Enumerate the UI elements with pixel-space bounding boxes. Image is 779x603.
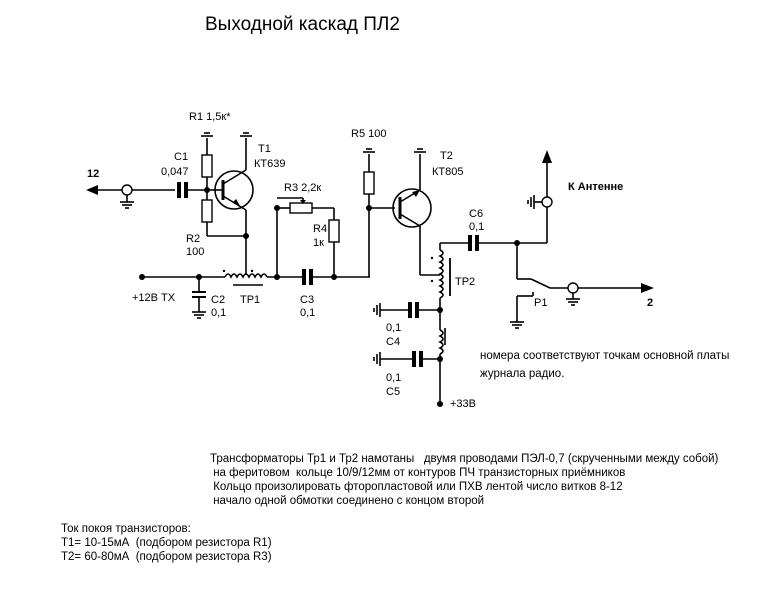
relay-p1 <box>510 243 642 329</box>
supply-12v-line <box>139 274 225 280</box>
output-terminal-label: 2 <box>647 297 654 309</box>
supply-33v-terminal <box>437 359 443 407</box>
r2-value-label: 100 <box>186 246 205 258</box>
t1-name-label: T1 <box>258 143 271 155</box>
antenna-label: К Антенне <box>568 181 624 193</box>
resistor-r4 <box>328 208 340 277</box>
t2-name-label: T2 <box>440 150 453 162</box>
diagram-title: Выходной каскад ПЛ2 <box>205 14 400 35</box>
supply-33v-label: +33В <box>450 398 476 410</box>
supply-12v-label: +12В ТХ <box>132 292 176 304</box>
capacitor-c6 <box>468 235 547 251</box>
c1-value-label: 0,047 <box>161 166 189 178</box>
capacitor-c5 <box>373 351 440 367</box>
antenna-output <box>527 150 553 243</box>
c2-name-label: C2 <box>211 294 226 306</box>
transformer-tr2 <box>430 242 468 310</box>
c6-name-label: C6 <box>469 208 484 220</box>
tr2-label: TP2 <box>455 276 476 288</box>
board-note: номера соответствуют точкам основной пла… <box>480 350 730 380</box>
quiescent-current-note: Ток покоя транзисторов: T1= 10-15мА (под… <box>61 523 272 563</box>
capacitor-c4 <box>373 302 440 318</box>
transistor-t1 <box>207 132 254 275</box>
capacitor-c1 <box>177 182 207 198</box>
junction-dot <box>366 205 372 211</box>
r4-name-label: R4 <box>313 223 328 235</box>
c6-value-label: 0,1 <box>469 221 485 233</box>
input-terminal-label: 12 <box>87 168 100 180</box>
input-terminal-12 <box>86 185 175 195</box>
r3-label: R3 2,2к <box>284 182 322 194</box>
transformer-tr1 <box>222 269 302 286</box>
c4-name-label: C4 <box>386 336 401 348</box>
potentiometer-r3 <box>276 197 334 277</box>
resistor-r1 <box>201 132 213 190</box>
c2-value-label: 0,1 <box>211 307 227 319</box>
r4-value-label: 1к <box>313 237 324 249</box>
c1-name-label: C1 <box>174 151 189 163</box>
transformer-note: Трансформаторы Тр1 и Тр2 намотаны двумя … <box>210 453 719 507</box>
t2-type-label: КТ805 <box>432 166 464 178</box>
capacitor-c3 <box>302 269 370 285</box>
junction-dot <box>274 205 280 211</box>
output-terminal-2 <box>641 283 654 293</box>
r1-label: R1 1,5к* <box>189 111 231 123</box>
r2-name-label: R2 <box>186 233 201 245</box>
t1-type-label: КТ639 <box>254 158 286 170</box>
r5-label: R5 100 <box>351 128 387 140</box>
tr1-label: TP1 <box>240 294 261 306</box>
resistor-r5 <box>363 148 395 277</box>
c4-value-label: 0,1 <box>386 322 402 334</box>
c3-name-label: C3 <box>300 294 315 306</box>
c3-value-label: 0,1 <box>300 307 316 319</box>
output-coax-connector <box>566 282 580 306</box>
input-coax-connector <box>120 184 134 209</box>
choke-inductor <box>438 310 446 359</box>
relay-p1-label: P1 <box>534 297 548 309</box>
resistor-r2 <box>201 190 246 237</box>
c5-name-label: C5 <box>386 386 401 398</box>
transistor-t2 <box>392 148 440 276</box>
capacitor-c2 <box>192 277 206 319</box>
c5-value-label: 0,1 <box>386 372 402 384</box>
